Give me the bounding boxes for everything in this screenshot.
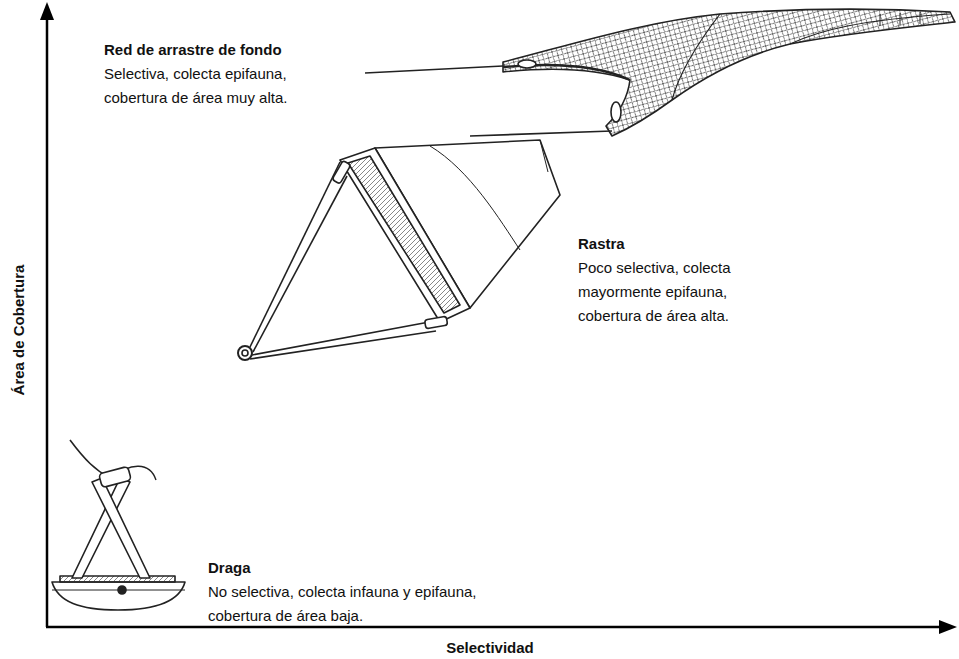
method-description: Selectiva, colecta epifauna, cobertura d…: [104, 62, 344, 110]
trawl-net: [365, 9, 955, 136]
method-description: No selectiva, colecta infauna y epifauna…: [208, 580, 518, 628]
axes: [40, 2, 957, 634]
method-title: Red de arrastre de fondo: [104, 38, 354, 62]
grab: [52, 440, 185, 610]
axis-title: Selectividad: [446, 636, 534, 659]
method-description: Poco selectiva, colecta mayormente epifa…: [578, 256, 778, 328]
dredge: [238, 140, 560, 360]
axis-title: Área de Cobertura: [7, 265, 31, 396]
method-title: Draga: [208, 556, 528, 580]
method-title: Rastra: [578, 232, 778, 256]
